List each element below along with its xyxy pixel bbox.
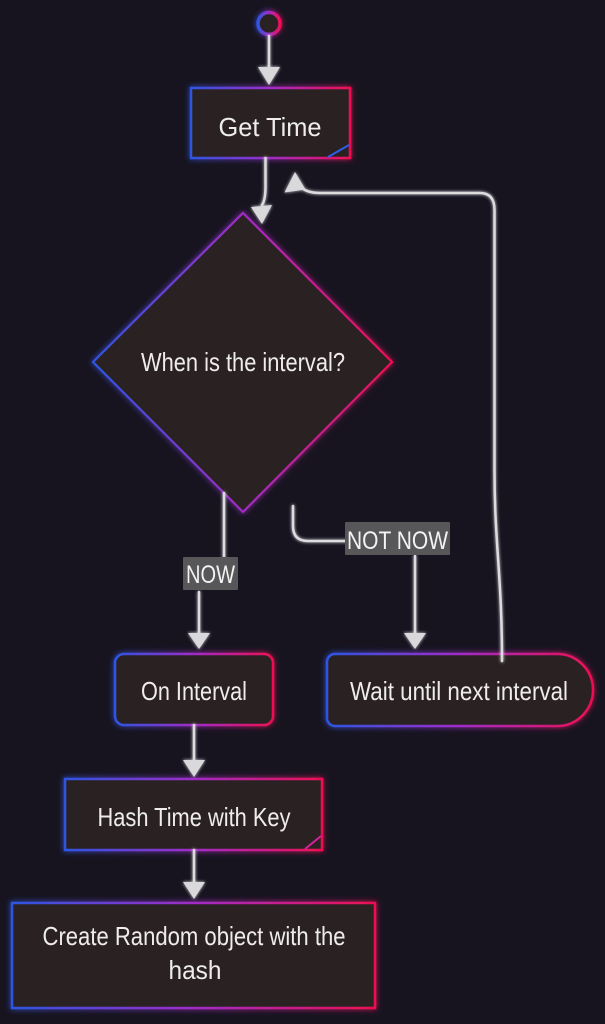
node-start bbox=[256, 10, 282, 37]
get-time-label: Get Time bbox=[219, 112, 322, 142]
edge-wait-loopback bbox=[299, 185, 504, 663]
edge-label-now: NOW bbox=[183, 557, 238, 590]
create-random-label-line2: hash bbox=[169, 955, 222, 985]
node-on-interval: On Interval bbox=[113, 652, 275, 727]
arrowhead-decision-to-on-interval bbox=[188, 633, 210, 649]
hash-time-corner-fold bbox=[304, 835, 322, 850]
edge-label-not-now: NOT NOW bbox=[345, 522, 450, 555]
node-create-random: Create Random object with the hash bbox=[10, 901, 377, 1010]
arrowhead-on-interval-to-hash-time bbox=[183, 760, 205, 777]
arrowhead-start-to-get-time bbox=[258, 67, 280, 85]
hash-time-label: Hash Time with Key bbox=[98, 802, 291, 832]
decision-diamond bbox=[91, 211, 394, 514]
edge-label-not-now-bg bbox=[345, 522, 450, 555]
node-get-time: Get Time bbox=[189, 86, 352, 160]
edges-layer bbox=[183, 34, 504, 899]
node-wait: Wait until next interval bbox=[325, 652, 595, 728]
edge-label-now-bg bbox=[183, 557, 238, 590]
edge-decision-to-wait-upper bbox=[291, 504, 349, 543]
create-random-label-line1: Create Random object with the bbox=[43, 921, 346, 951]
get-time-corner-fold bbox=[327, 144, 350, 158]
node-decision: When is the interval? bbox=[91, 211, 394, 514]
arrowhead-get-time-to-decision bbox=[251, 205, 272, 224]
edge-label-now-text: NOW bbox=[186, 561, 235, 589]
node-hash-time: Hash Time with Key bbox=[63, 777, 324, 852]
get-time-box bbox=[189, 86, 352, 160]
on-interval-label: On Interval bbox=[141, 676, 247, 706]
arrowhead-wait-loopback bbox=[284, 172, 306, 193]
create-random-box bbox=[10, 901, 377, 1010]
wait-box bbox=[325, 652, 595, 728]
decision-label: When is the interval? bbox=[141, 347, 345, 377]
edge-label-not-now-text: NOT NOW bbox=[347, 527, 448, 555]
arrowhead-decision-to-wait bbox=[404, 633, 426, 649]
wait-label: Wait until next interval bbox=[350, 676, 568, 706]
start-circle bbox=[256, 10, 282, 37]
edge-get-time-to-decision bbox=[260, 156, 267, 207]
arrowhead-hash-time-to-create-random bbox=[183, 882, 205, 899]
